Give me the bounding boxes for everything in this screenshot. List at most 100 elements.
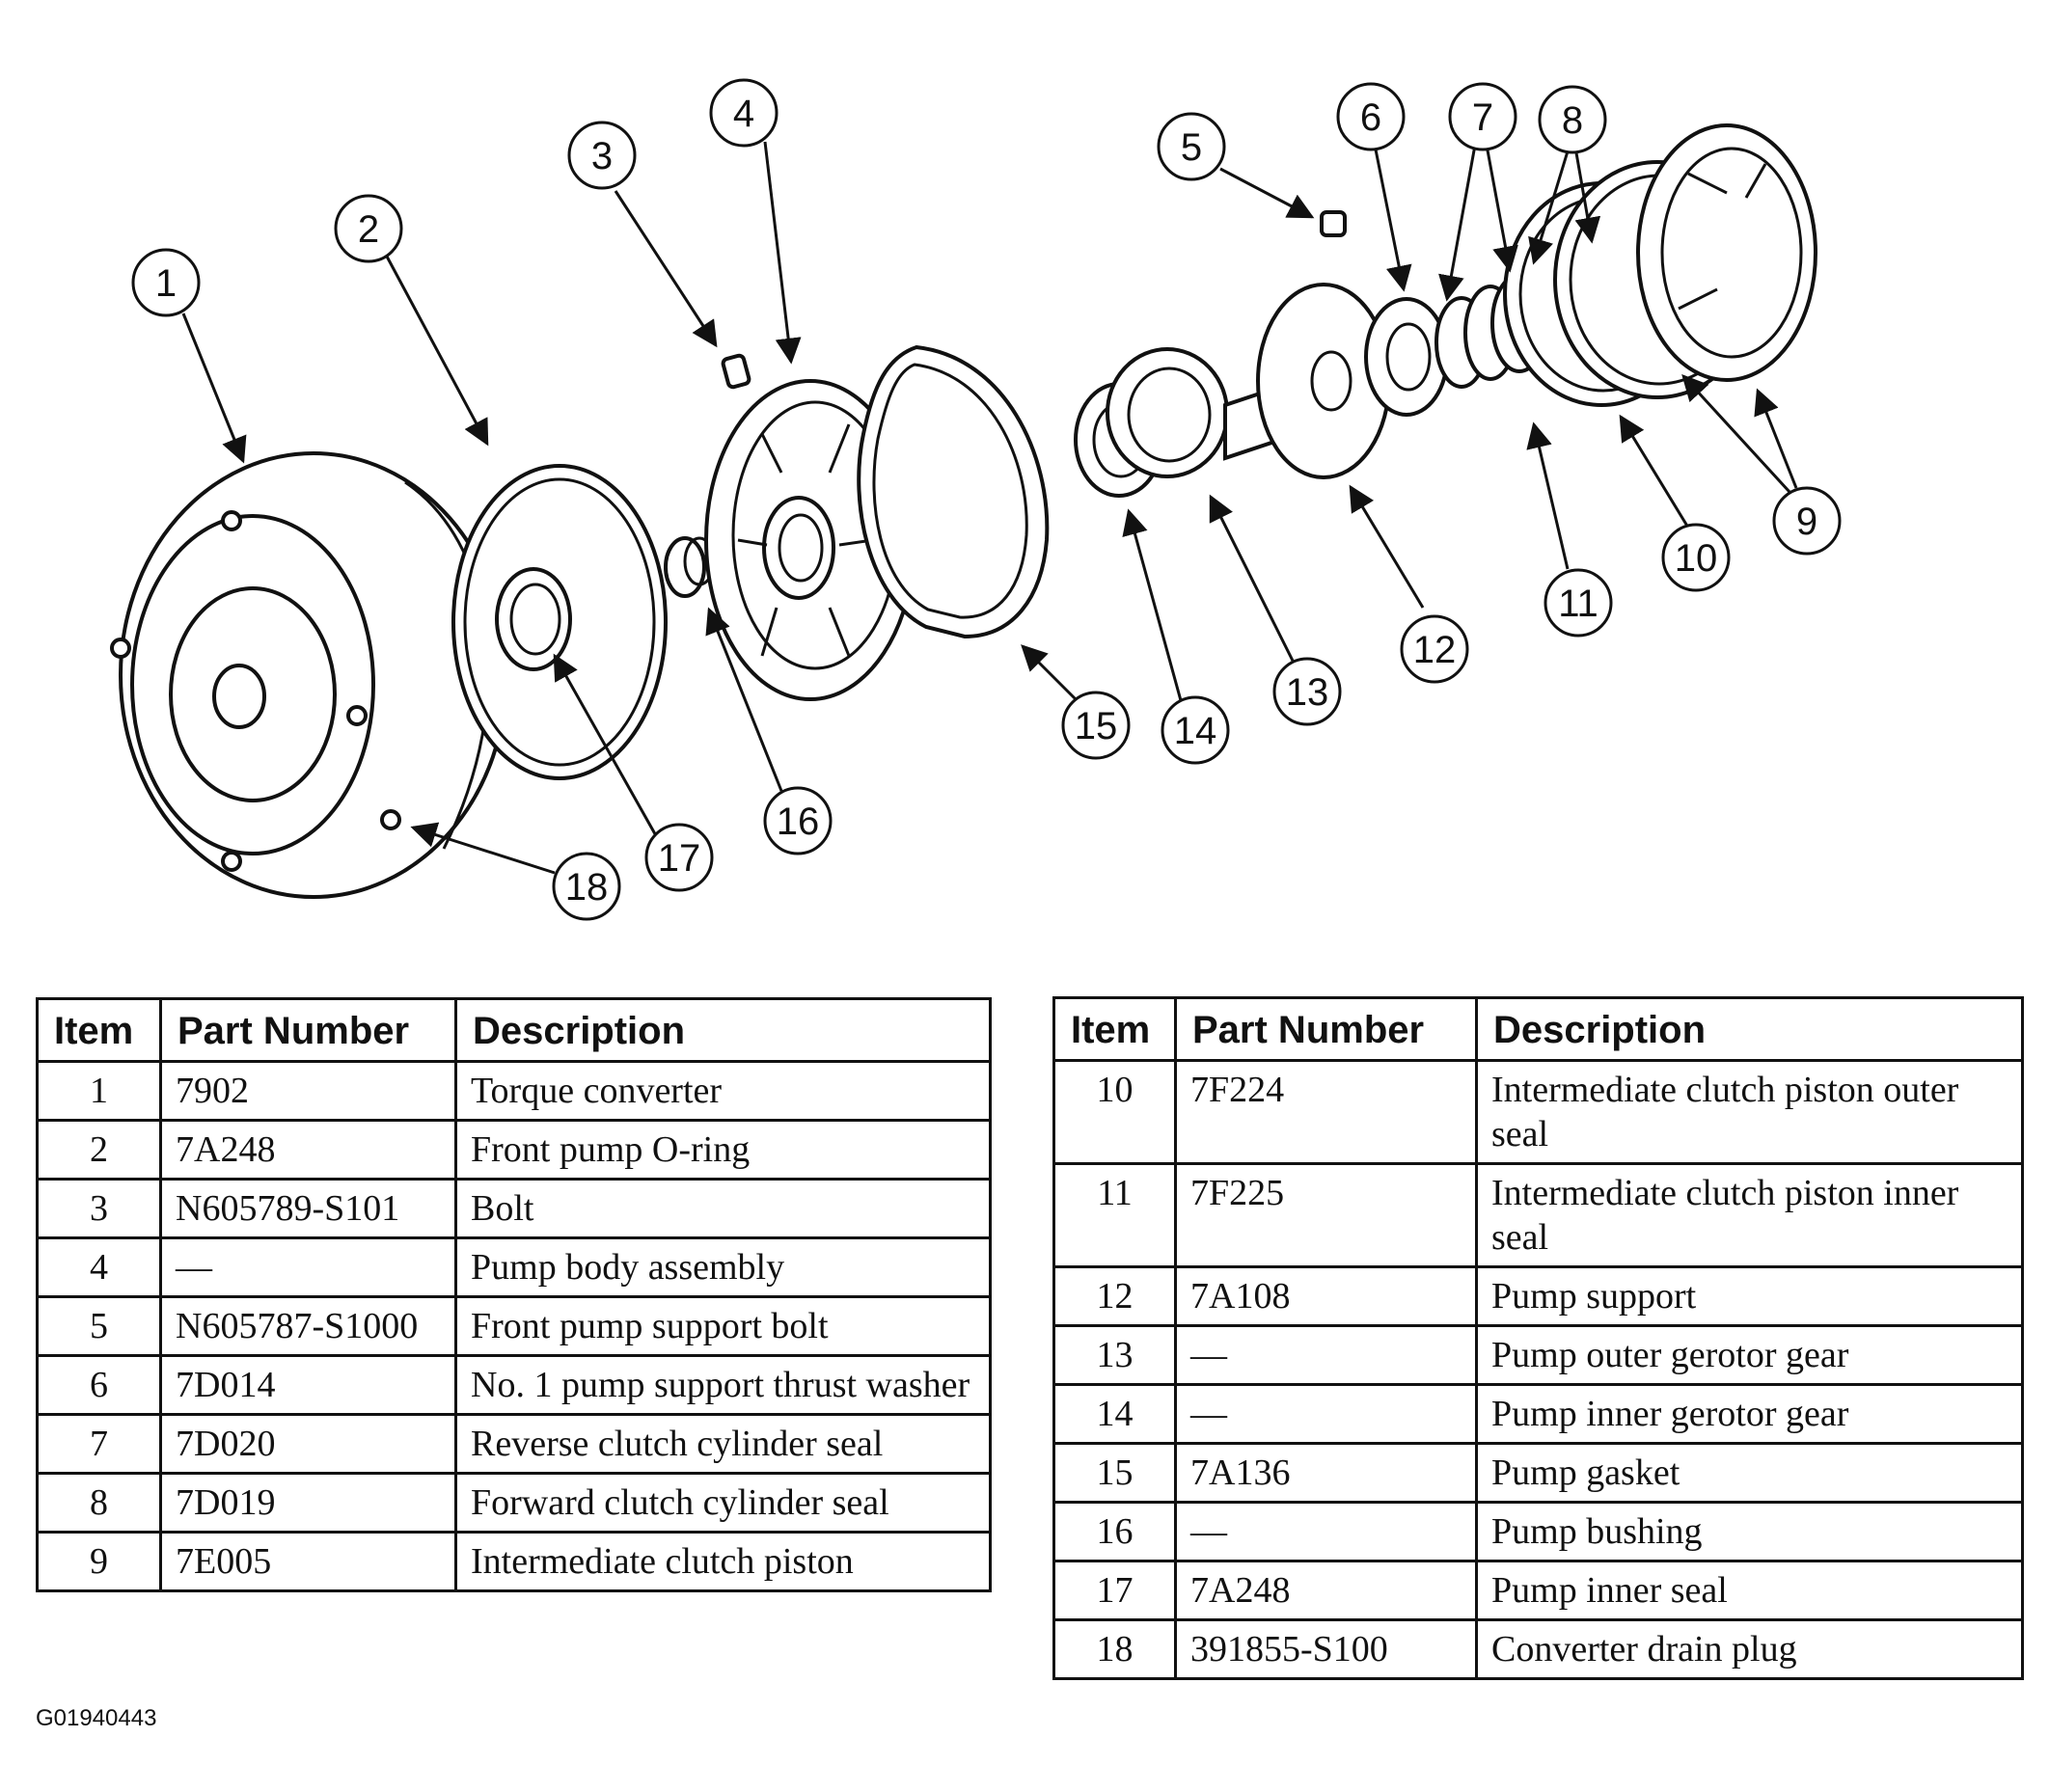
callout-8: 8 — [1538, 85, 1607, 154]
description-cell: Intermediate clutch piston outer seal — [1475, 1059, 2024, 1165]
part-number-cell: — — [1174, 1383, 1478, 1445]
description-cell: No. 1 pump support thrust washer — [454, 1354, 992, 1416]
svg-text:15: 15 — [1075, 705, 1118, 747]
item-cell: 2 — [36, 1119, 162, 1181]
part-number-cell: 7E005 — [159, 1531, 457, 1592]
description-cell: Torque converter — [454, 1060, 992, 1122]
part-number-cell: 7A108 — [1174, 1265, 1478, 1327]
part-number-cell: 7F225 — [1174, 1162, 1478, 1268]
callout-17: 17 — [644, 823, 714, 892]
part-number-cell: N605789-S101 — [159, 1178, 457, 1239]
item-cell: 15 — [1052, 1442, 1177, 1504]
item-cell: 9 — [36, 1531, 162, 1592]
part-number-cell: 7D014 — [159, 1354, 457, 1416]
intermediate-clutch-piston-drawing — [1636, 123, 1817, 382]
callout-1: 1 — [131, 248, 201, 317]
table-row: 13—Pump outer gerotor gear — [1052, 1324, 2024, 1386]
header-description: Description — [454, 997, 992, 1063]
callout-7: 7 — [1448, 82, 1517, 151]
callout-13: 13 — [1272, 657, 1342, 726]
svg-text:14: 14 — [1174, 710, 1217, 752]
svg-text:5: 5 — [1181, 126, 1202, 169]
description-cell: Front pump support bolt — [454, 1295, 992, 1357]
pump-outer-gerotor-gear-drawing — [1106, 347, 1229, 478]
description-cell: Forward clutch cylinder seal — [454, 1472, 992, 1534]
item-cell: 12 — [1052, 1265, 1177, 1327]
part-number-cell: 391855-S100 — [1174, 1618, 1478, 1680]
item-cell: 3 — [36, 1178, 162, 1239]
item-cell: 16 — [1052, 1501, 1177, 1562]
item-cell: 7 — [36, 1413, 162, 1475]
callout-18: 18 — [552, 852, 621, 921]
part-number-cell: 7A136 — [1174, 1442, 1478, 1504]
description-cell: Pump inner gerotor gear — [1475, 1383, 2024, 1445]
callout-15: 15 — [1061, 691, 1131, 760]
item-cell: 1 — [36, 1060, 162, 1122]
item-cell: 11 — [1052, 1162, 1177, 1268]
item-cell: 14 — [1052, 1383, 1177, 1445]
callout-14: 14 — [1161, 695, 1230, 765]
svg-text:1: 1 — [155, 262, 177, 305]
svg-text:16: 16 — [777, 801, 820, 843]
header-item: Item — [1052, 996, 1177, 1062]
description-cell: Reverse clutch cylinder seal — [454, 1413, 992, 1475]
pump-inner-seal-drawing — [495, 567, 572, 671]
svg-text:6: 6 — [1360, 96, 1381, 139]
item-cell: 13 — [1052, 1324, 1177, 1386]
item-cell: 10 — [1052, 1059, 1177, 1165]
table-row: 4—Pump body assembly — [36, 1236, 992, 1298]
svg-text:17: 17 — [658, 837, 701, 880]
svg-text:11: 11 — [1558, 583, 1598, 625]
part-number-cell: 7D019 — [159, 1472, 457, 1534]
part-number-cell: — — [1174, 1501, 1478, 1562]
header-description: Description — [1475, 996, 2024, 1062]
svg-text:3: 3 — [591, 135, 613, 177]
callout-3: 3 — [567, 121, 637, 190]
callout-2: 2 — [334, 194, 403, 263]
callout-12: 12 — [1400, 614, 1469, 684]
table-row: 14—Pump inner gerotor gear — [1052, 1383, 2024, 1445]
callout-4: 4 — [709, 78, 779, 148]
description-cell: Bolt — [454, 1178, 992, 1239]
callout-11: 11 — [1544, 568, 1613, 638]
svg-text:18: 18 — [565, 866, 609, 909]
svg-text:4: 4 — [733, 93, 754, 135]
part-number-cell: 7F224 — [1174, 1059, 1478, 1165]
leader-lines — [181, 139, 1798, 875]
callout-16: 16 — [763, 786, 833, 855]
svg-text:8: 8 — [1562, 99, 1583, 142]
description-cell: Intermediate clutch piston — [454, 1531, 992, 1592]
description-cell: Pump body assembly — [454, 1236, 992, 1298]
pump-gasket-drawing — [857, 344, 1050, 639]
pump-support-drawing — [1223, 283, 1391, 479]
item-cell: 17 — [1052, 1560, 1177, 1621]
description-cell: Pump inner seal — [1475, 1560, 2024, 1621]
part-number-cell: — — [1174, 1324, 1478, 1386]
item-cell: 6 — [36, 1354, 162, 1416]
table-header-row: Item Part Number Description — [1052, 996, 2024, 1062]
part-number-cell: 7902 — [159, 1060, 457, 1122]
item-cell: 4 — [36, 1236, 162, 1298]
description-cell: Pump outer gerotor gear — [1475, 1324, 2024, 1386]
part-number-cell: 7A248 — [1174, 1560, 1478, 1621]
torque-converter-drawing — [110, 451, 508, 899]
header-item: Item — [36, 997, 162, 1063]
description-cell: Pump bushing — [1475, 1501, 2024, 1562]
description-cell: Intermediate clutch piston inner seal — [1475, 1162, 2024, 1268]
part-number-cell: 7D020 — [159, 1413, 457, 1475]
svg-text:13: 13 — [1286, 671, 1329, 714]
